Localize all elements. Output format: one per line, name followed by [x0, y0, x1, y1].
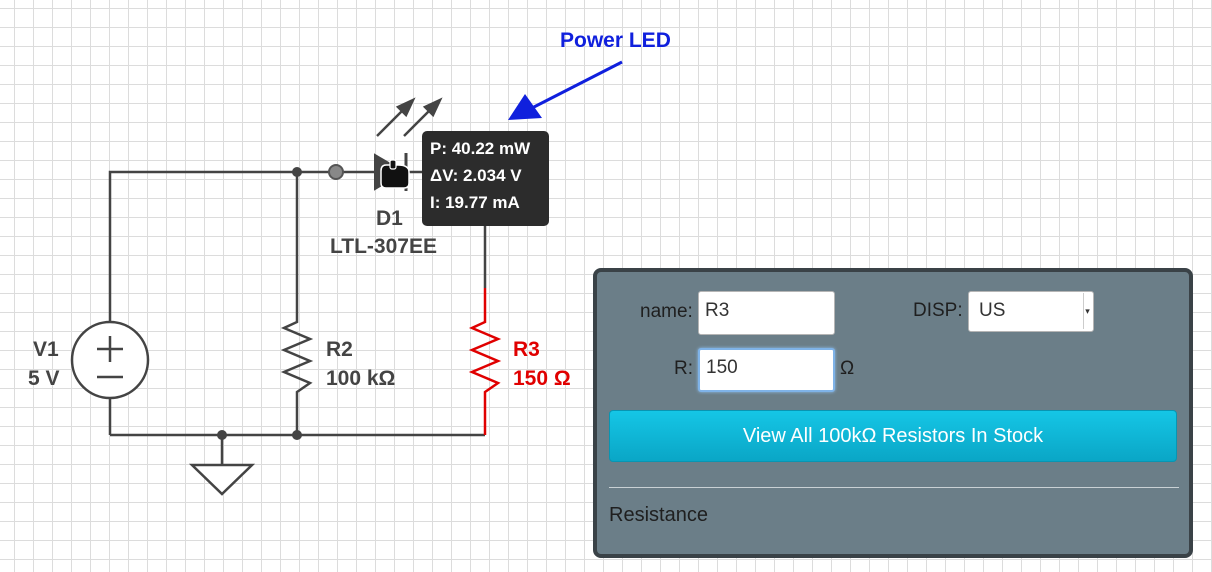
- ohm-unit-label: Ω: [840, 358, 855, 379]
- disp-label: DISP:: [913, 300, 963, 321]
- d1-name-label: D1: [376, 207, 403, 230]
- v1-value-label: 5 V: [28, 367, 60, 390]
- name-input[interactable]: R3: [698, 291, 835, 335]
- r2-value-label: 100 kΩ: [326, 367, 395, 390]
- tooltip-current: I: 19.77 mA: [430, 193, 520, 212]
- resistance-section-label: Resistance: [609, 504, 708, 526]
- tooltip-power: P: 40.22 mW: [430, 139, 531, 158]
- r3-name-label: R3: [513, 338, 540, 361]
- r2-name-label: R2: [326, 338, 353, 361]
- r-label: R:: [674, 358, 693, 379]
- tooltip-voltage: ΔV: 2.034 V: [430, 166, 522, 185]
- junction-dot: [217, 430, 227, 440]
- resistance-input[interactable]: 150: [698, 348, 835, 392]
- measurement-tooltip: P: 40.22 mW ΔV: 2.034 V I: 19.77 mA: [422, 131, 549, 226]
- junction-dot: [292, 430, 302, 440]
- annotation-arrow: [508, 60, 623, 120]
- resistor-r3[interactable]: [468, 288, 502, 435]
- resistor-r2[interactable]: [280, 318, 314, 398]
- wire-top-left[interactable]: [108, 170, 336, 322]
- probe-node[interactable]: [328, 164, 344, 180]
- component-properties-panel: name: R3 DISP: US ▾ R: 150 Ω View All 10…: [593, 268, 1193, 558]
- junctions: [217, 167, 302, 440]
- v1-name-label: V1: [33, 338, 59, 361]
- disp-select-value: US: [979, 300, 1006, 321]
- cursor-hand-icon: [380, 159, 410, 189]
- junction-dot: [292, 167, 302, 177]
- view-resistors-button[interactable]: View All 100kΩ Resistors In Stock: [609, 410, 1177, 462]
- disp-select[interactable]: US ▾: [968, 291, 1094, 332]
- d1-part-label: LTL-307EE: [330, 235, 437, 258]
- select-arrow-icon: ▾: [1083, 293, 1091, 329]
- voltage-source-v1[interactable]: [70, 320, 150, 400]
- ground-symbol[interactable]: [188, 463, 256, 496]
- name-label: name:: [640, 301, 693, 322]
- led-light-arrows-icon: [376, 97, 443, 137]
- r3-value-label: 150 Ω: [513, 367, 571, 390]
- annotation-power-led: Power LED: [560, 29, 671, 52]
- panel-divider: [609, 487, 1179, 488]
